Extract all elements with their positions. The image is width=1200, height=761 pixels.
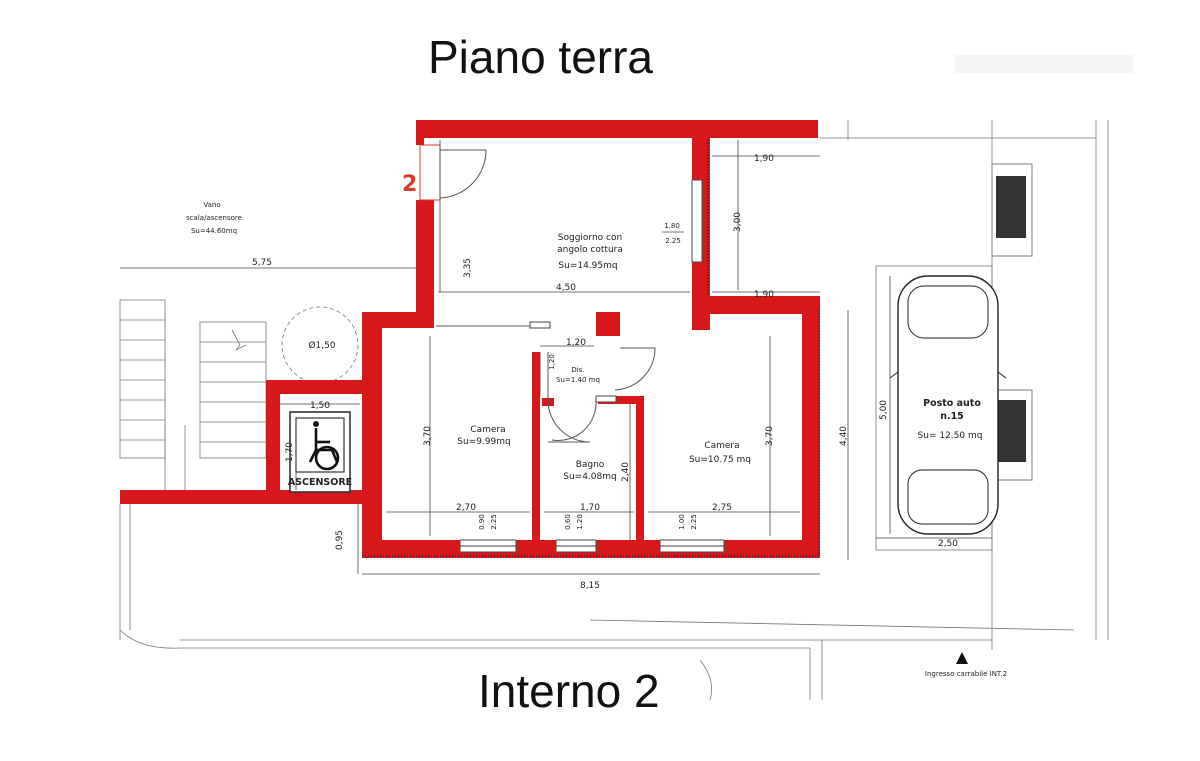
dim-370-right: 3,70 [765, 426, 775, 446]
exterior-lines [119, 504, 1075, 701]
dim-w1-a: 0.90 [478, 514, 486, 530]
dim-225-window: 2.25 [665, 237, 681, 245]
dim-450: 4,50 [556, 283, 576, 293]
dim-370-left: 3,70 [423, 426, 433, 446]
room-dis-area: Su=1.40 mq [556, 376, 600, 384]
room-camera-right-area: Su=10.75 mq [689, 455, 751, 465]
room-bagno-name: Bagno [576, 460, 605, 470]
dim-300: 3,00 [733, 212, 743, 232]
elevator-label: ASCENSORE [288, 477, 352, 488]
dim-240: 2,40 [621, 462, 631, 482]
unit-title: Interno 2 [478, 665, 660, 717]
doors [436, 321, 656, 443]
room-vano-name: Vano [203, 201, 220, 209]
dim-815: 8,15 [580, 581, 600, 591]
dim-440: 4,40 [839, 426, 849, 446]
window-living [691, 179, 703, 263]
room-vano-line2: scala/ascensore [186, 214, 242, 222]
dim-275: 2,75 [712, 503, 732, 513]
dim-120-v: 1,20 [548, 354, 556, 370]
windows-bottom [459, 539, 725, 553]
dim-120-h: 1,20 [566, 338, 586, 348]
posto-auto-line2: n.15 [940, 411, 964, 422]
room-soggiorno-area: Su=14.95mq [558, 261, 617, 271]
dim-500: 5,00 [879, 400, 889, 420]
room-soggiorno-line1: Soggiorno con [558, 233, 622, 243]
dim-190-bottom: 1,90 [754, 290, 774, 300]
parking-area [820, 120, 1109, 650]
entrance-marker-icon [956, 652, 968, 664]
dim-335: 3,35 [463, 258, 473, 278]
posto-auto-line1: Posto auto [923, 398, 981, 409]
dim-270: 2,70 [456, 503, 476, 513]
wheelchair-icon [308, 428, 340, 471]
room-vano-area: Su=44.60mq [191, 227, 237, 235]
dim-w3-b: 2.25 [690, 514, 698, 530]
room-soggiorno-line2: angolo cottura [557, 245, 623, 255]
dim-170: 1,70 [285, 442, 295, 462]
room-bagno-area: Su=4.08mq [563, 472, 616, 482]
faint-bar [955, 55, 1133, 73]
room-camera-right-name: Camera [704, 441, 739, 451]
dim-180: 1.80 [664, 222, 680, 230]
page-title: Piano terra [428, 31, 654, 83]
dim-w3-a: 1.00 [678, 514, 686, 530]
turning-diameter: Ø1,50 [308, 340, 335, 351]
room-camera-left-area: Su=9.99mq [457, 437, 510, 447]
elevator [289, 411, 351, 493]
unit-number: 2 [402, 172, 417, 197]
entrance-door [419, 144, 487, 201]
dim-w1-b: 2.25 [490, 514, 498, 530]
dim-250: 2,50 [938, 539, 958, 549]
dim-170-b: 1,70 [580, 503, 600, 513]
dim-w2-a: 0.60 [564, 514, 572, 530]
dimension-lines [120, 140, 992, 575]
entrance-label: Ingresso carrabile INT.2 [925, 670, 1007, 678]
dim-150: 1,50 [310, 401, 330, 411]
dim-w2-b: 1.20 [576, 514, 584, 530]
dim-190-top: 1,90 [754, 154, 774, 164]
car-icon [889, 275, 1007, 535]
dim-095: 0,95 [335, 530, 345, 550]
dim-575: 5,75 [252, 258, 272, 268]
posto-auto-area: Su= 12.50 mq [918, 431, 983, 441]
room-dis-name: Dis. [571, 366, 584, 374]
wall-hatch [362, 140, 820, 557]
room-camera-left-name: Camera [470, 425, 505, 435]
staircase [119, 299, 267, 490]
